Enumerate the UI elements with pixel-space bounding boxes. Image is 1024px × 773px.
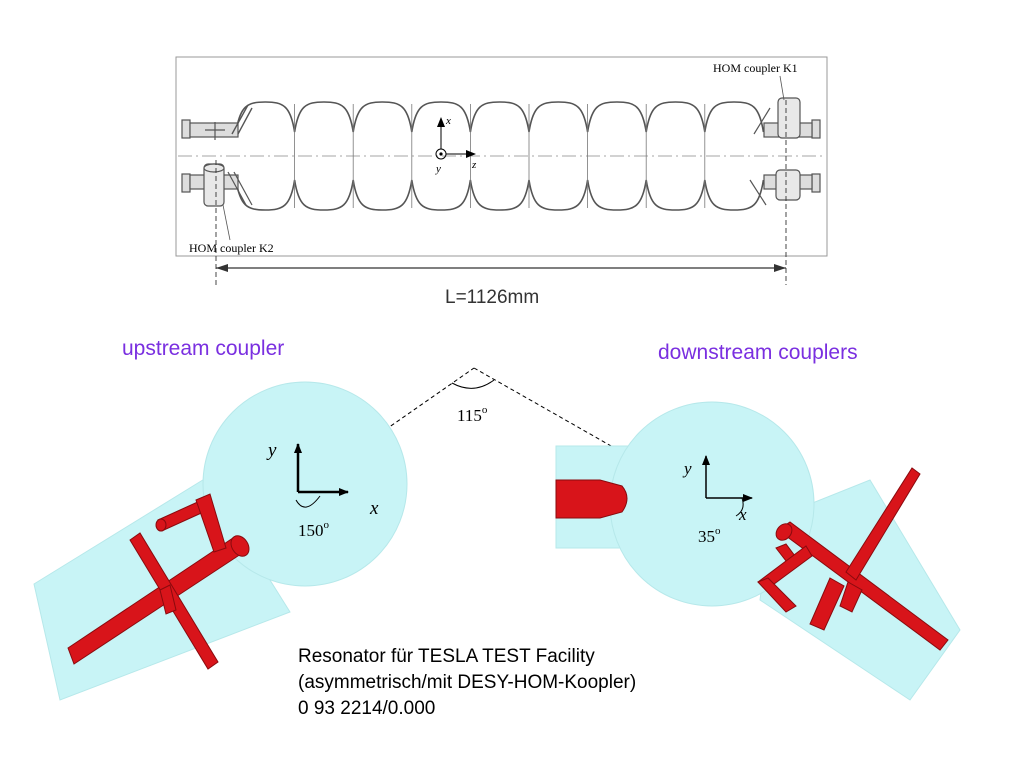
cavity-axis-icon: x y z [435,115,477,175]
dim-arrow-right [774,264,786,272]
hom-k2-leader [222,204,231,241]
hom-coupler-k1-body [749,97,801,206]
hom-coupler-k1-label: HOM coupler K1 [713,61,798,75]
downstream-input-antenna [555,479,628,519]
hom-coupler-k2-body [203,163,253,207]
caption-line-2: (asymmetrisch/mit DESY-HOM-Koopler) [298,672,637,693]
downstream-coupler-model: y x 35o [555,401,961,701]
length-label: L=1126mm [445,287,539,308]
upstream-x-label: x [369,498,379,519]
apex-angle-arc [451,379,495,389]
drawing-frame [175,56,828,257]
upstream-disk [202,381,408,587]
downstream-angle-label: 35o [698,525,721,546]
apex-angle-label: 115o [457,404,488,425]
hom-k1-leader [779,75,785,101]
downstream-x-label: x [738,505,747,524]
caption-line-3: 0 93 2214/0.000 [298,698,436,719]
downstream-y-label: y [682,459,692,478]
downstream-angle-arc [735,497,744,517]
cavity-outline-lower [235,179,765,211]
cavity-axis-y-label: y [435,163,441,175]
upstream-title: upstream coupler [122,337,285,360]
downstream-title: downstream couplers [658,341,858,364]
upstream-hom-coupler [67,493,250,670]
cavity-axis-x-label: x [445,115,451,127]
upstream-coupler-model: y x 150o [33,381,408,701]
left-cone [231,104,253,135]
cavity-drawing: x y z HOM coupler K1 HOM coupler K2 L=11… [175,56,828,308]
cavity-outline-upper [235,101,765,133]
caption: Resonator für TESLA TEST Facility (asymm… [298,644,636,722]
cavity-cells [235,101,765,211]
hom-coupler-k2-label: HOM coupler K2 [189,241,274,255]
downstream-hom-coupler [757,467,949,651]
caption-line-1: Resonator für TESLA TEST Facility [298,646,595,667]
dim-arrow-left [216,264,228,272]
upstream-angle-arc [295,495,321,508]
upstream-angle-label: 150o [298,519,330,540]
upstream-y-label: y [266,440,277,461]
cavity-axis-z-label: z [471,159,477,171]
